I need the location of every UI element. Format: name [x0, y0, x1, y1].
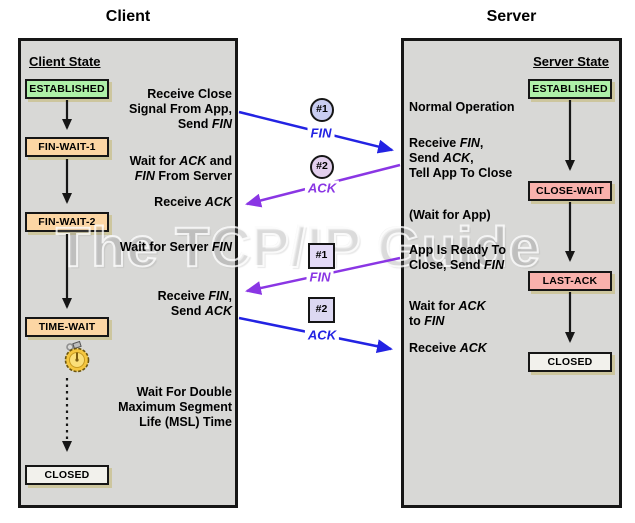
- message-4-badge: #2: [308, 297, 335, 323]
- message-2-badge: #2: [310, 155, 334, 179]
- client-state-closed: CLOSED: [25, 465, 109, 485]
- client-panel: [18, 38, 238, 508]
- ack-label-4: ACK: [304, 327, 340, 343]
- message-1-badge: #1: [310, 98, 334, 122]
- fin-label-1: FIN: [307, 125, 335, 141]
- ack-label-2: ACK: [304, 180, 340, 196]
- client-state-time-wait: TIME-WAIT: [25, 317, 109, 337]
- server-column-title: Server: [486, 8, 537, 25]
- fin-label-3: FIN: [306, 269, 334, 285]
- client-annotation: Receive FIN,Send ACK: [157, 289, 232, 318]
- client-annotation: Wait for Server FIN: [119, 240, 232, 254]
- message-3-badge: #1: [308, 243, 335, 269]
- client-state-established: ESTABLISHED: [25, 79, 109, 99]
- client-column-title: Client: [105, 8, 151, 25]
- server-state-established: ESTABLISHED: [528, 79, 612, 99]
- server-state-last-ack: LAST-ACK: [528, 271, 612, 291]
- server-state-close-wait: CLOSE-WAIT: [528, 181, 612, 201]
- server-state-closed: CLOSED: [528, 352, 612, 372]
- server-annotation: Receive ACK: [409, 341, 487, 355]
- stopwatch-icon: [64, 340, 90, 373]
- server-annotation: (Wait for App): [409, 208, 491, 222]
- client-annotation: Receive ACK: [154, 195, 232, 209]
- server-annotation: Receive FIN,Send ACK,Tell App To Close: [409, 136, 513, 180]
- client-state-fin-wait-1: FIN-WAIT-1: [25, 137, 109, 157]
- server-state-heading: Server State: [533, 54, 609, 69]
- client-state-heading: Client State: [29, 54, 101, 69]
- client-state-fin-wait-2: FIN-WAIT-2: [25, 212, 109, 232]
- server-annotation: Normal Operation: [409, 100, 515, 114]
